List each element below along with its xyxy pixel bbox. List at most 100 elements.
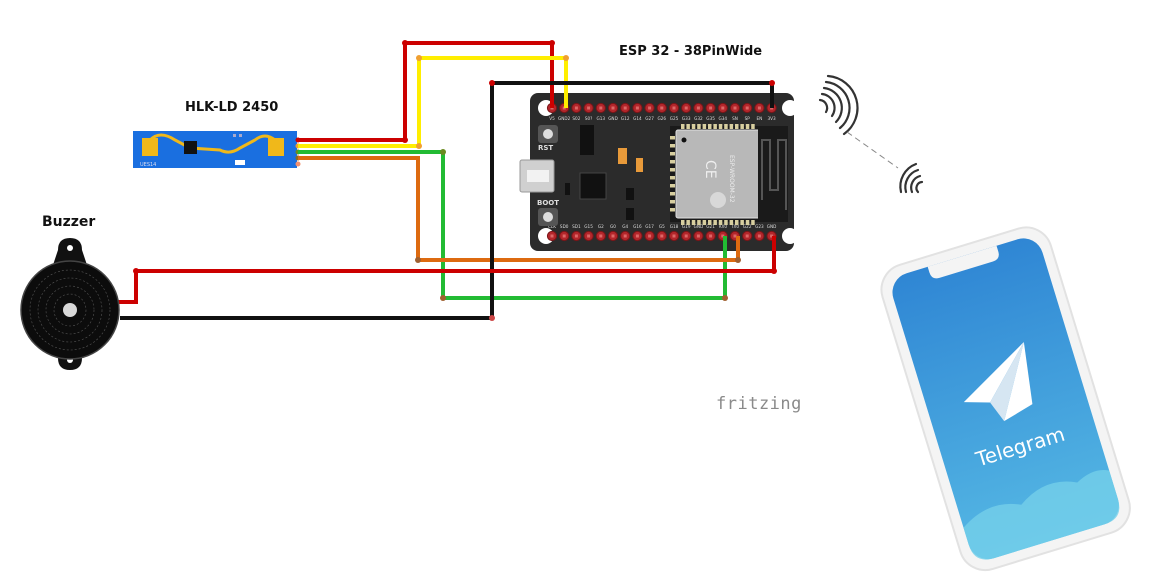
esp32-pin-label: G2 bbox=[598, 224, 604, 229]
wire-radar-gnd[interactable] bbox=[298, 56, 568, 148]
esp32-pin-label: G34 bbox=[719, 116, 728, 121]
esp32-pin-label: G33 bbox=[682, 116, 691, 121]
module-pad bbox=[708, 220, 712, 225]
esp32-pin-label: GND bbox=[694, 224, 704, 229]
esp32-pin-label: G32 bbox=[694, 116, 703, 121]
module-pad bbox=[670, 208, 675, 212]
esp32-pin-label: G25 bbox=[670, 116, 679, 121]
module-pad bbox=[713, 220, 717, 225]
wroom-pads bbox=[670, 124, 755, 225]
esp32-pin-hole bbox=[623, 234, 627, 238]
esp32-pin-label: SD0 bbox=[560, 224, 569, 229]
capacitor bbox=[618, 148, 627, 164]
esp32-pin-hole bbox=[709, 106, 713, 110]
telegram-logo-icon[interactable] bbox=[952, 341, 1044, 431]
module-pad bbox=[670, 152, 675, 156]
usb-port-inner bbox=[527, 170, 549, 182]
esp32-pin-hole bbox=[757, 234, 761, 238]
esp32-pin-label: G23 bbox=[755, 224, 764, 229]
module-pad bbox=[670, 200, 675, 204]
module-pad bbox=[708, 124, 712, 129]
esp32-pin-hole bbox=[745, 106, 749, 110]
esp32-pin-label: G14 bbox=[633, 116, 642, 121]
radar-pin-nc[interactable] bbox=[295, 161, 301, 167]
phone-notch bbox=[927, 245, 999, 279]
smartphone: Telegram bbox=[880, 226, 1131, 572]
radar-antenna-pad bbox=[268, 138, 284, 156]
esp32-pin-hole bbox=[660, 106, 664, 110]
esp32-pin-hole bbox=[599, 234, 603, 238]
esp32-pin-label: GND bbox=[767, 224, 777, 229]
transistor bbox=[626, 208, 634, 220]
esp32-pin-label: G13 bbox=[597, 116, 606, 121]
esp32-pin-hole bbox=[684, 106, 688, 110]
rst-button-cap[interactable] bbox=[543, 129, 553, 139]
module-pad bbox=[697, 220, 701, 225]
esp32-pin-label: TX0 bbox=[730, 224, 739, 229]
buzzer-ring bbox=[45, 285, 95, 335]
ce-mark: CE bbox=[702, 160, 718, 179]
esp32-pin-label: V5 bbox=[549, 116, 555, 121]
esp32-pin-hole bbox=[562, 234, 566, 238]
esp32-pin-hole bbox=[672, 106, 676, 110]
module-pad bbox=[729, 220, 734, 225]
esp32-pin-hole bbox=[721, 234, 725, 238]
esp32-pin-hole bbox=[660, 234, 664, 238]
boot-button-cap[interactable] bbox=[543, 212, 553, 222]
esp32-pin-hole bbox=[696, 234, 700, 238]
radar-smd bbox=[239, 134, 242, 137]
esp32-pin-label: G12 bbox=[621, 116, 630, 121]
module-pad bbox=[729, 124, 734, 129]
buzzer-top-tab bbox=[52, 238, 88, 268]
esp32-pin-label: G4 bbox=[622, 224, 628, 229]
capacitor bbox=[636, 158, 643, 172]
wifi-receive-icon bbox=[899, 162, 924, 194]
module-pad bbox=[751, 220, 755, 225]
module-pad bbox=[670, 192, 675, 196]
regulator-chip bbox=[580, 125, 594, 155]
espressif-logo bbox=[710, 192, 726, 208]
esp32-pin-hole bbox=[587, 234, 591, 238]
pcb-antenna-icon bbox=[761, 139, 787, 210]
mount-hole bbox=[782, 100, 798, 116]
module-pad bbox=[740, 220, 744, 225]
esp32-pin-hole bbox=[721, 106, 725, 110]
wifi-signal-icon bbox=[818, 74, 859, 136]
module-pad bbox=[670, 160, 675, 164]
module-pad bbox=[670, 184, 675, 188]
radar-silk-text: UES14 bbox=[140, 162, 156, 168]
esp32-pin-label: G15 bbox=[584, 224, 593, 229]
hlk-ld2450-radar[interactable]: UES14 bbox=[133, 131, 301, 168]
esp32-pin-label: S0? bbox=[585, 116, 593, 121]
module-pad bbox=[681, 220, 685, 225]
rst-label: RST bbox=[538, 144, 553, 152]
esp32-pin-hole bbox=[611, 234, 615, 238]
module-pad bbox=[745, 220, 750, 225]
buzzer[interactable] bbox=[20, 238, 120, 370]
esp32-pin-label: G17 bbox=[645, 224, 654, 229]
esp32-pin-hole bbox=[733, 106, 737, 110]
esp32-pin-label: G27 bbox=[645, 116, 654, 121]
esp32-pin-label: RX0 bbox=[719, 224, 728, 229]
esp32-pin-hole bbox=[574, 234, 578, 238]
esp32-pin-hole bbox=[623, 106, 627, 110]
esp32-pin-hole bbox=[709, 234, 713, 238]
module-pad bbox=[745, 124, 750, 129]
module-pad bbox=[670, 168, 675, 172]
buzzer-ring bbox=[37, 277, 103, 343]
mount-hole bbox=[782, 228, 798, 244]
buzzer-ring bbox=[29, 269, 111, 351]
esp32-pin-label: S02 bbox=[572, 116, 580, 121]
module-pad bbox=[697, 124, 701, 129]
buzzer-ring bbox=[53, 293, 87, 327]
esp32-pin-hole bbox=[599, 106, 603, 110]
esp32-pin-hole bbox=[733, 234, 737, 238]
module-pad bbox=[686, 124, 690, 129]
buzzer-label: Buzzer bbox=[42, 214, 96, 230]
esp32-pin-hole bbox=[587, 106, 591, 110]
module-pad bbox=[691, 220, 696, 225]
module-pad bbox=[670, 136, 675, 140]
radar-antenna-pad bbox=[142, 138, 158, 156]
